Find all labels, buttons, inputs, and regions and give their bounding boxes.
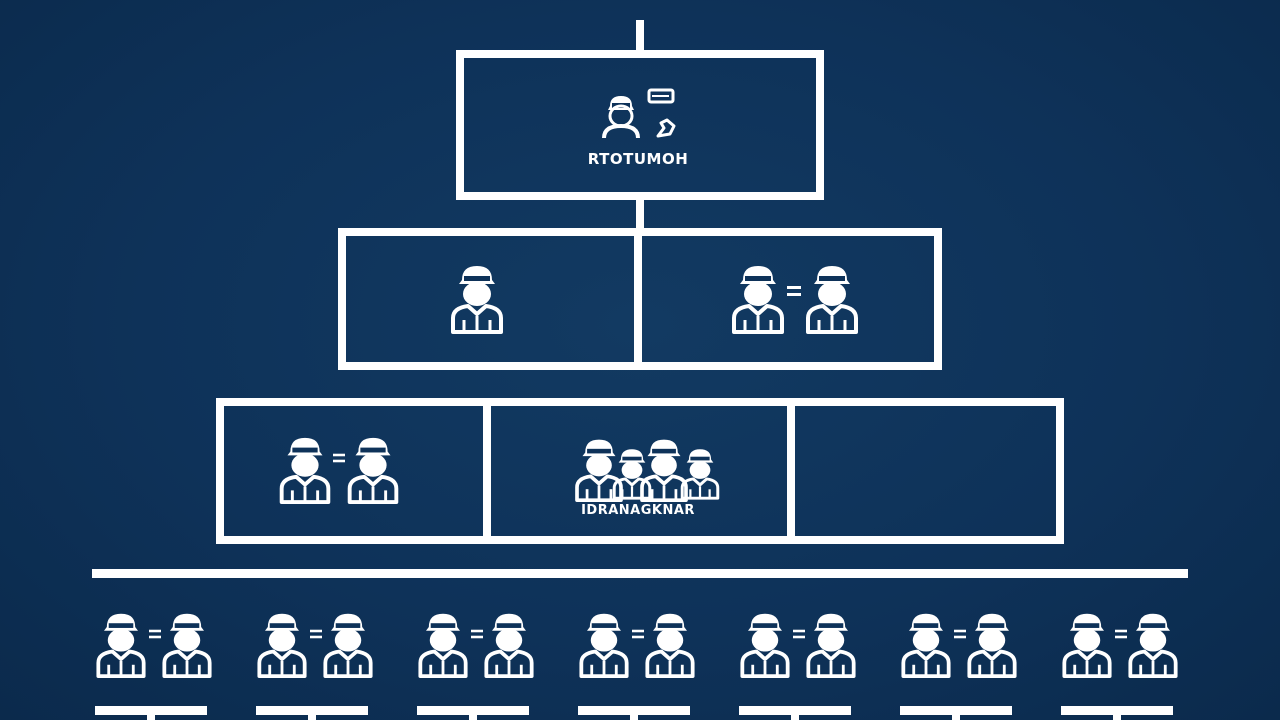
person-with-cap-icon — [320, 610, 376, 678]
person-with-cap-icon — [598, 92, 644, 140]
level-4-group[interactable] — [93, 606, 217, 720]
level-3-divider-b — [787, 402, 795, 540]
level-1-caption: RTOTUMOH — [587, 150, 689, 168]
person-with-cap-icon — [159, 610, 215, 678]
level-4-group[interactable] — [737, 606, 861, 720]
group-stem-line — [147, 710, 155, 720]
group-stem-line — [952, 710, 960, 720]
level-1-box[interactable] — [456, 50, 824, 200]
level-3-caption: IDRANAGKNAR — [581, 503, 695, 518]
person-with-cap-icon — [274, 434, 336, 504]
person-with-cap-icon — [576, 610, 632, 678]
person-with-cap-icon — [450, 262, 504, 334]
level-2-divider — [634, 232, 642, 366]
group-stem-line — [1113, 710, 1121, 720]
group-stem-line — [791, 710, 799, 720]
level-4-group[interactable] — [898, 606, 1022, 720]
bottom-bus-line — [92, 569, 1188, 578]
group-stem-line — [308, 710, 316, 720]
person-with-cap-icon — [415, 610, 471, 678]
person-with-cap-icon — [1125, 610, 1181, 678]
level-3-box[interactable] — [216, 398, 1064, 544]
level-3-divider-a — [483, 402, 491, 540]
equals-icon — [786, 284, 802, 298]
top-connector — [636, 20, 644, 52]
hand-icon — [652, 114, 680, 142]
level-4-group[interactable] — [576, 606, 700, 720]
person-with-cap-icon — [254, 610, 310, 678]
person-with-cap-icon — [93, 610, 149, 678]
level-4-group[interactable] — [254, 606, 378, 720]
person-with-cap-icon — [1059, 610, 1115, 678]
document-icon — [647, 88, 677, 106]
person-with-cap-icon — [481, 610, 537, 678]
person-with-cap-icon — [803, 610, 859, 678]
person-with-cap-icon — [964, 610, 1020, 678]
group-stem-line — [630, 710, 638, 720]
connector-1-2 — [636, 198, 644, 232]
person-with-cap-icon — [898, 610, 954, 678]
person-with-cap-icon — [737, 610, 793, 678]
level-4-group[interactable] — [1059, 606, 1183, 720]
level-4-group[interactable] — [415, 606, 539, 720]
person-with-cap-icon — [730, 262, 786, 334]
person-with-cap-icon — [642, 610, 698, 678]
group-stem-line — [469, 710, 477, 720]
person-with-cap-icon — [342, 434, 404, 504]
person-with-cap-icon — [804, 262, 860, 334]
person-with-cap-icon — [680, 444, 720, 502]
